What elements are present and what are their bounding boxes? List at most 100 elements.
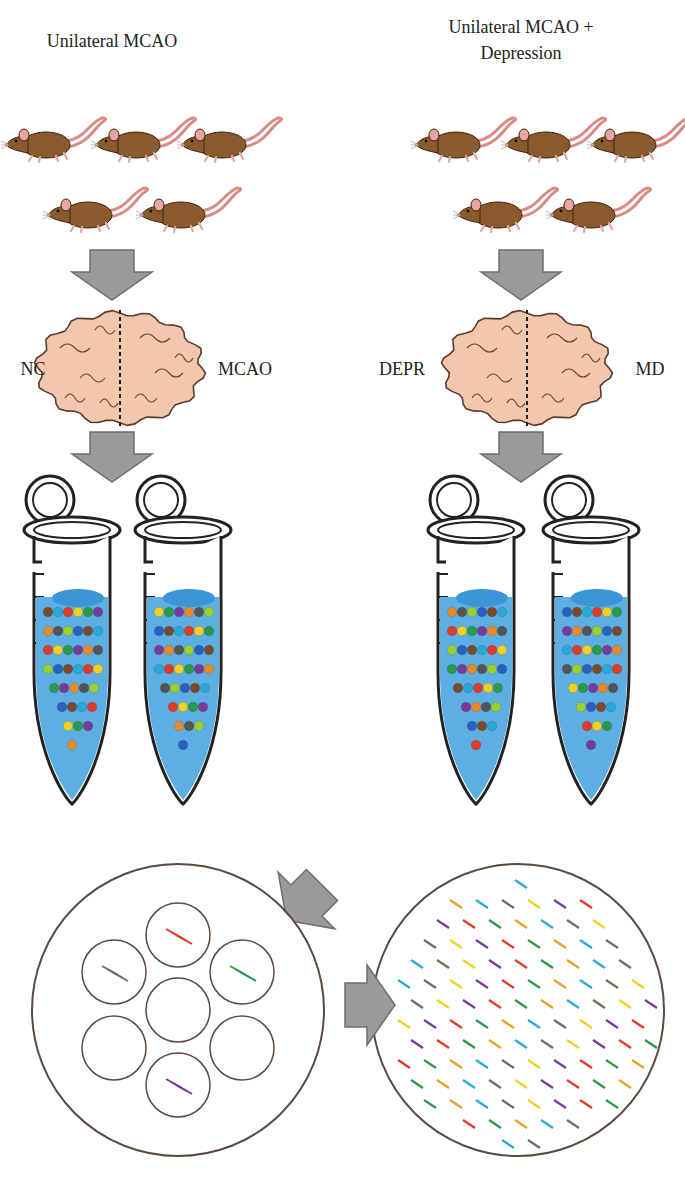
bead (93, 607, 103, 617)
bead (198, 702, 208, 712)
sequence-read (619, 1000, 631, 1008)
bead (73, 645, 83, 655)
sequence-read (593, 1000, 605, 1008)
bead (592, 626, 602, 636)
bead (572, 664, 582, 674)
bead (582, 721, 592, 731)
bead (491, 702, 501, 712)
sequence-read (450, 1060, 462, 1068)
bead (481, 702, 491, 712)
sequence-read (450, 900, 462, 908)
bead (194, 664, 204, 674)
sequence-read (424, 1100, 436, 1108)
group-title: Unilateral MCAO (12, 28, 212, 54)
sequence-read (398, 980, 410, 988)
bead (83, 645, 93, 655)
sequence-read (502, 980, 514, 988)
bead (473, 683, 483, 693)
sequence-read (411, 1080, 423, 1088)
bead (178, 702, 188, 712)
group-title: Unilateral MCAO + Depression (446, 14, 596, 66)
bead (598, 683, 608, 693)
bead (497, 664, 507, 674)
bead (592, 645, 602, 655)
bead (592, 664, 602, 674)
sequence-read (541, 1040, 553, 1048)
bead (602, 626, 612, 636)
bead (612, 607, 622, 617)
mouse (411, 118, 516, 162)
well (146, 1053, 210, 1117)
tube (428, 476, 524, 804)
sequence-read (528, 1100, 540, 1108)
bead (467, 664, 477, 674)
bead (77, 702, 87, 712)
bead (178, 740, 188, 750)
bead (483, 683, 493, 693)
sequence-read (567, 1080, 579, 1088)
bead (477, 721, 487, 731)
sequence-read (606, 980, 618, 988)
bead (170, 683, 180, 693)
sequence-read (502, 900, 514, 908)
bead (447, 645, 457, 655)
bead (572, 626, 582, 636)
sequence-read (450, 1100, 462, 1108)
sequence-read (606, 1060, 618, 1068)
sequence-read (463, 960, 475, 968)
sequence-read (476, 940, 488, 948)
sequence-read (541, 1120, 553, 1128)
sequence-read (463, 1000, 475, 1008)
bead (204, 607, 214, 617)
sequence-read (489, 1000, 501, 1008)
sequence-read (567, 1000, 579, 1008)
bead (487, 607, 497, 617)
tube (135, 476, 231, 804)
bead (174, 664, 184, 674)
bead (467, 607, 477, 617)
sequence-read (580, 1020, 592, 1028)
mouse (136, 188, 241, 232)
bead (194, 721, 204, 731)
bead (194, 607, 204, 617)
sequence-read (619, 960, 631, 968)
sequence-read (437, 1080, 449, 1088)
sequence-read (463, 920, 475, 928)
bead (57, 702, 67, 712)
sequence-read (411, 1040, 423, 1048)
sequence-read (489, 1120, 501, 1128)
sequence-read (593, 1080, 605, 1088)
bead (79, 683, 89, 693)
bead (602, 607, 612, 617)
bead (184, 626, 194, 636)
mouse (91, 118, 196, 162)
sequence-read (580, 1060, 592, 1068)
sequence-read (528, 940, 540, 948)
bead (606, 702, 616, 712)
bead (493, 683, 503, 693)
bead (612, 664, 622, 674)
bead (174, 626, 184, 636)
sequence-read (437, 920, 449, 928)
sequence-read (593, 1040, 605, 1048)
sequence-read (554, 1060, 566, 1068)
sequence-read (619, 1040, 631, 1048)
bead (592, 721, 602, 731)
sequence-read (580, 980, 592, 988)
bead (67, 702, 77, 712)
brain (442, 310, 613, 426)
sequence-read (515, 920, 527, 928)
bead (497, 626, 507, 636)
well (210, 940, 274, 1004)
sequence-read (593, 920, 605, 928)
sequence-read (541, 1000, 553, 1008)
sequence-read (476, 1100, 488, 1108)
sequence-read (606, 940, 618, 948)
bead (467, 645, 477, 655)
well (82, 940, 146, 1004)
bead (578, 683, 588, 693)
hemisphere-label: NC (3, 356, 63, 382)
sequence-read (502, 940, 514, 948)
bead (154, 645, 164, 655)
sequence-read (411, 1000, 423, 1008)
